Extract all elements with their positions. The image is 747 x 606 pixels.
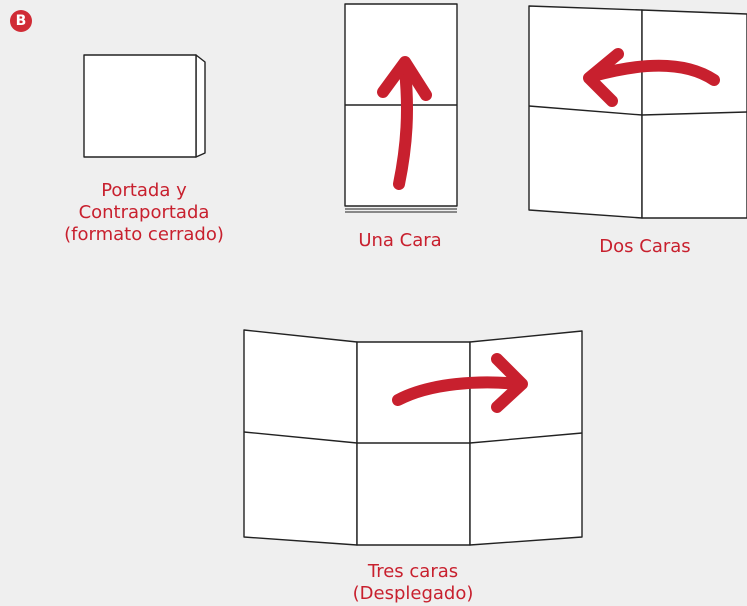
right-arrow [392, 353, 528, 413]
two-faces-left-panel [528, 5, 643, 219]
panel-label-badge: B [10, 10, 32, 32]
closed-brochure-cover [83, 54, 197, 158]
one-face-caption: Una Cara [358, 230, 442, 251]
fold-line [641, 111, 747, 116]
up-arrow [377, 56, 432, 190]
two-faces-brochure [528, 5, 747, 219]
closed-brochure [83, 54, 206, 158]
fold-line [528, 105, 643, 116]
three-faces-brochure [243, 329, 583, 546]
fold-line [243, 431, 583, 444]
three-faces-caption: Tres caras (Desplegado) [352, 561, 474, 604]
two-faces-caption: Dos Caras [599, 236, 691, 257]
closed-brochure-back-page [195, 54, 206, 158]
left-arrow [583, 48, 720, 107]
closed-format-caption: Portada y Contraportada (formato cerrado… [64, 180, 224, 245]
